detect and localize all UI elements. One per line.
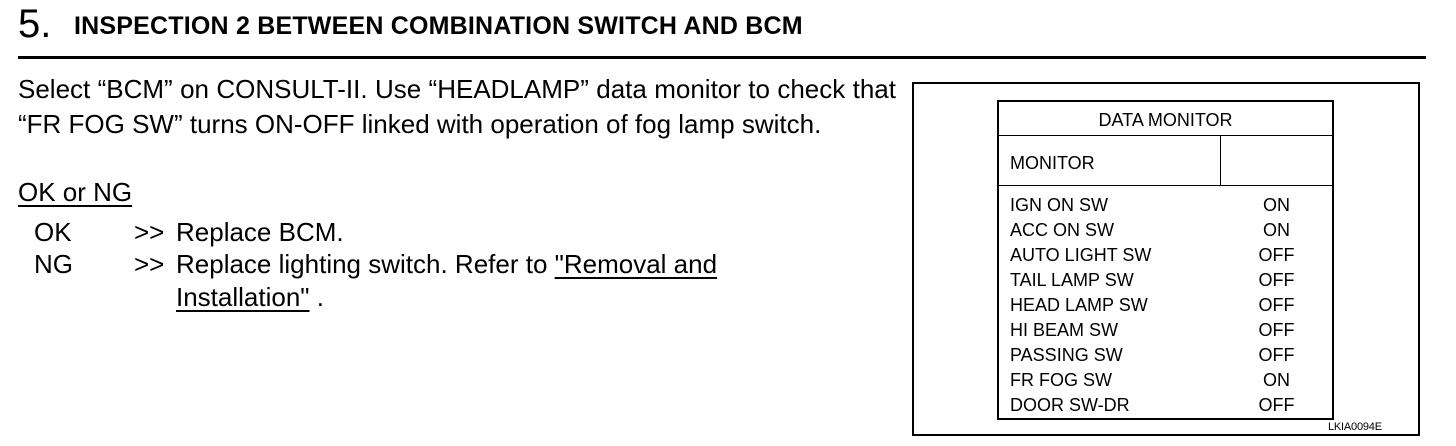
monitor-row: ACC ON SW ON <box>999 218 1332 243</box>
monitor-item-value: OFF <box>1258 270 1295 290</box>
monitor-row: IGN ON SW ON <box>999 193 1332 218</box>
figure-frame <box>912 82 1420 436</box>
result-ok-text: Replace BCM. <box>176 217 344 247</box>
monitor-header-value-cell <box>1221 136 1332 186</box>
ok-or-ng-label: OK or NG <box>18 177 133 207</box>
monitor-item-name: DOOR SW-DR <box>1010 395 1130 415</box>
heading-rule <box>18 56 1426 59</box>
monitor-item-value: OFF <box>1258 395 1295 415</box>
result-ok-code: OK <box>34 217 72 247</box>
monitor-row: HI BEAM SW OFF <box>999 318 1332 343</box>
figure-id: LKIA0094E <box>1328 421 1382 433</box>
monitor-header-label: MONITOR <box>999 136 1221 186</box>
removal-installation-link-cont[interactable]: Installation" <box>176 282 310 312</box>
result-ng-text-line1: Replace lighting switch. Refer to "Remov… <box>176 248 717 281</box>
monitor-item-value: OFF <box>1258 295 1295 315</box>
monitor-rows: IGN ON SW ON ACC ON SW ON AUTO LIGHT SW … <box>999 193 1332 418</box>
monitor-item-value: ON <box>1263 220 1290 240</box>
monitor-row: PASSING SW OFF <box>999 343 1332 368</box>
monitor-item-name: IGN ON SW <box>1010 195 1108 215</box>
monitor-item-name: FR FOG SW <box>1010 370 1112 390</box>
monitor-item-value: OFF <box>1258 345 1295 365</box>
result-ng-text-line2: Installation" . <box>176 281 324 314</box>
result-ok-arrow: >> <box>134 217 165 247</box>
monitor-item-name: TAIL LAMP SW <box>1010 270 1134 290</box>
monitor-item-name: HI BEAM SW <box>1010 320 1119 340</box>
monitor-row: TAIL LAMP SW OFF <box>999 268 1332 293</box>
monitor-item-name: HEAD LAMP SW <box>1010 295 1148 315</box>
result-ng-code: NG <box>34 249 73 279</box>
result-ng-trailing: . <box>309 282 324 312</box>
monitor-row: DOOR SW-DR OFF <box>999 393 1332 418</box>
data-monitor-screen: DATA MONITOR MONITOR IGN ON SW ON ACC ON… <box>997 100 1334 420</box>
removal-installation-link[interactable]: "Removal and <box>554 249 718 279</box>
monitor-row: AUTO LIGHT SW OFF <box>999 243 1332 268</box>
monitor-item-value: OFF <box>1258 245 1295 265</box>
monitor-item-name: AUTO LIGHT SW <box>1010 245 1152 265</box>
data-monitor-title: DATA MONITOR <box>999 102 1332 136</box>
monitor-row: HEAD LAMP SW OFF <box>999 293 1332 318</box>
result-ng-arrow: >> <box>134 249 165 279</box>
monitor-item-name: PASSING SW <box>1010 345 1123 365</box>
monitor-item-value: OFF <box>1258 320 1295 340</box>
monitor-item-name: ACC ON SW <box>1010 220 1115 240</box>
section-heading: 5. INSPECTION 2 BETWEEN COMBINATION SWIT… <box>18 0 1426 54</box>
monitor-item-value: ON <box>1263 195 1290 215</box>
monitor-item-value: ON <box>1263 370 1290 390</box>
monitor-row: FR FOG SW ON <box>999 368 1332 393</box>
result-ng-text: Replace lighting switch. Refer to <box>176 249 548 279</box>
section-number: 5. <box>18 2 52 46</box>
instruction-text: Select “BCM” on CONSULT-II. Use “HEADLAM… <box>18 74 896 139</box>
section-title: INSPECTION 2 BETWEEN COMBINATION SWITCH … <box>74 12 803 40</box>
